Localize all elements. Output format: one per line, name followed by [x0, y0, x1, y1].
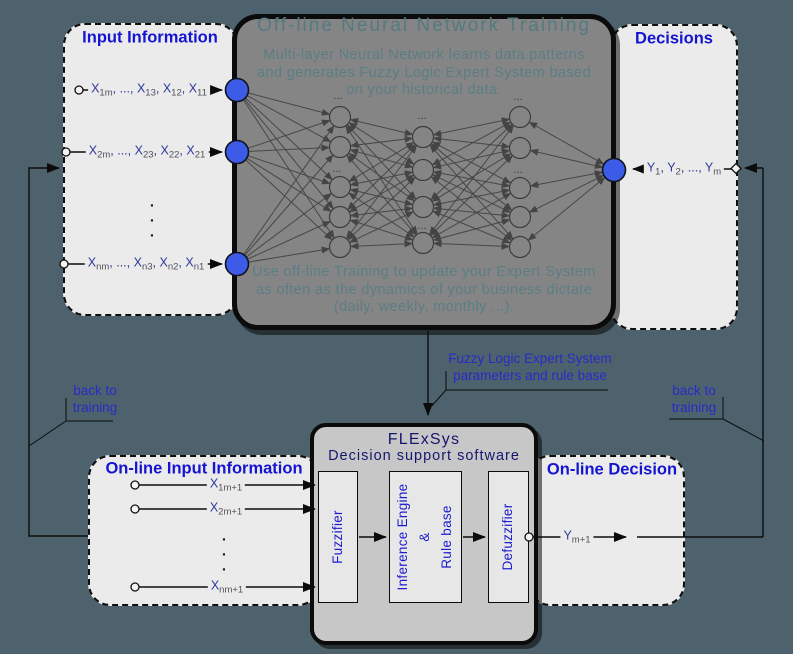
hidden-neuron: [508, 136, 532, 160]
callout-lines: [28, 371, 765, 447]
back-to-training-left: back to training: [72, 383, 118, 415]
input-row-label-3: Xnm, ..., Xn3, Xn2, Xn1: [84, 255, 208, 273]
network-ellipsis: ...: [513, 91, 522, 103]
feedback-diamond: [730, 162, 742, 175]
offline-box-intro: Multi-layer Neural Network learns data p…: [257, 46, 591, 98]
hidden-neuron: [508, 235, 532, 259]
online-input-label-3: Xnm+1: [207, 578, 247, 596]
hidden-neuron: [411, 158, 435, 182]
offline-box-title: Off-line Neural Network Training: [257, 15, 591, 36]
decisions-panel-title: Decisions: [635, 29, 713, 48]
network-ellipsis: ...: [333, 90, 342, 102]
input-node: [224, 77, 250, 103]
neural-network: ..................: [224, 77, 627, 277]
hidden-neuron: [328, 205, 352, 229]
input-row-label-1: X1m, ..., X13, X12, X11: [88, 81, 210, 99]
fuzzifier-label: Fuzzifier: [330, 510, 345, 564]
fuzzifier-box: [318, 471, 358, 603]
hidden-neuron: [411, 125, 435, 149]
input-node: [224, 251, 250, 277]
inference-engine-box: [389, 471, 462, 603]
network-ellipsis: ...: [332, 163, 341, 175]
back-to-training-right: back to training: [671, 383, 717, 415]
online-decision-label: Ym+1: [560, 528, 594, 546]
hidden-neuron: [328, 175, 352, 199]
online-input-ellipsis: . . .: [221, 527, 227, 575]
input-row-label-2: X2m, ..., X23, X22, X21: [85, 143, 209, 161]
input-node: [224, 139, 250, 165]
input-panel-title: Input Information: [82, 28, 218, 47]
flexsys-title: FLExSys: [387, 431, 461, 448]
online-input-label-1: X1m+1: [206, 476, 246, 494]
input-rows-ellipsis: . . .: [149, 193, 155, 241]
hidden-neuron: [328, 105, 352, 129]
decisions-row-label: Y1, Y2, ..., Ym: [643, 160, 725, 178]
output-node: [601, 157, 627, 183]
hidden-neuron: [508, 176, 532, 200]
flexsys-subtitle: Decision support software: [328, 448, 520, 464]
online-decision-panel: [528, 455, 685, 606]
defuzzifier-box: [488, 471, 529, 603]
network-ellipsis: ...: [417, 110, 426, 122]
network-ellipsis: ...: [513, 164, 522, 176]
online-decision-title: On-line Decision: [546, 460, 678, 479]
network-ellipsis: ...: [417, 220, 426, 232]
hidden-neuron: [508, 105, 532, 129]
online-input-panel: [88, 455, 320, 606]
expert-system-callout: Fuzzy Logic Expert System parameters and…: [448, 351, 612, 383]
hidden-neuron: [411, 231, 435, 255]
defuzzifier-label: Defuzzifier: [500, 503, 515, 571]
online-input-label-2: X2m+1: [206, 500, 246, 518]
hidden-neuron: [508, 205, 532, 229]
hidden-neuron: [328, 235, 352, 259]
inference-engine-label: Inference Engine & Rule base: [395, 483, 454, 591]
terminal-dots: [59, 85, 742, 592]
hidden-neuron: [411, 195, 435, 219]
online-input-title: On-line Input Information: [105, 459, 303, 478]
hidden-neuron: [328, 135, 352, 159]
offline-box-footer: Use off-line Training to update your Exp…: [252, 263, 596, 315]
